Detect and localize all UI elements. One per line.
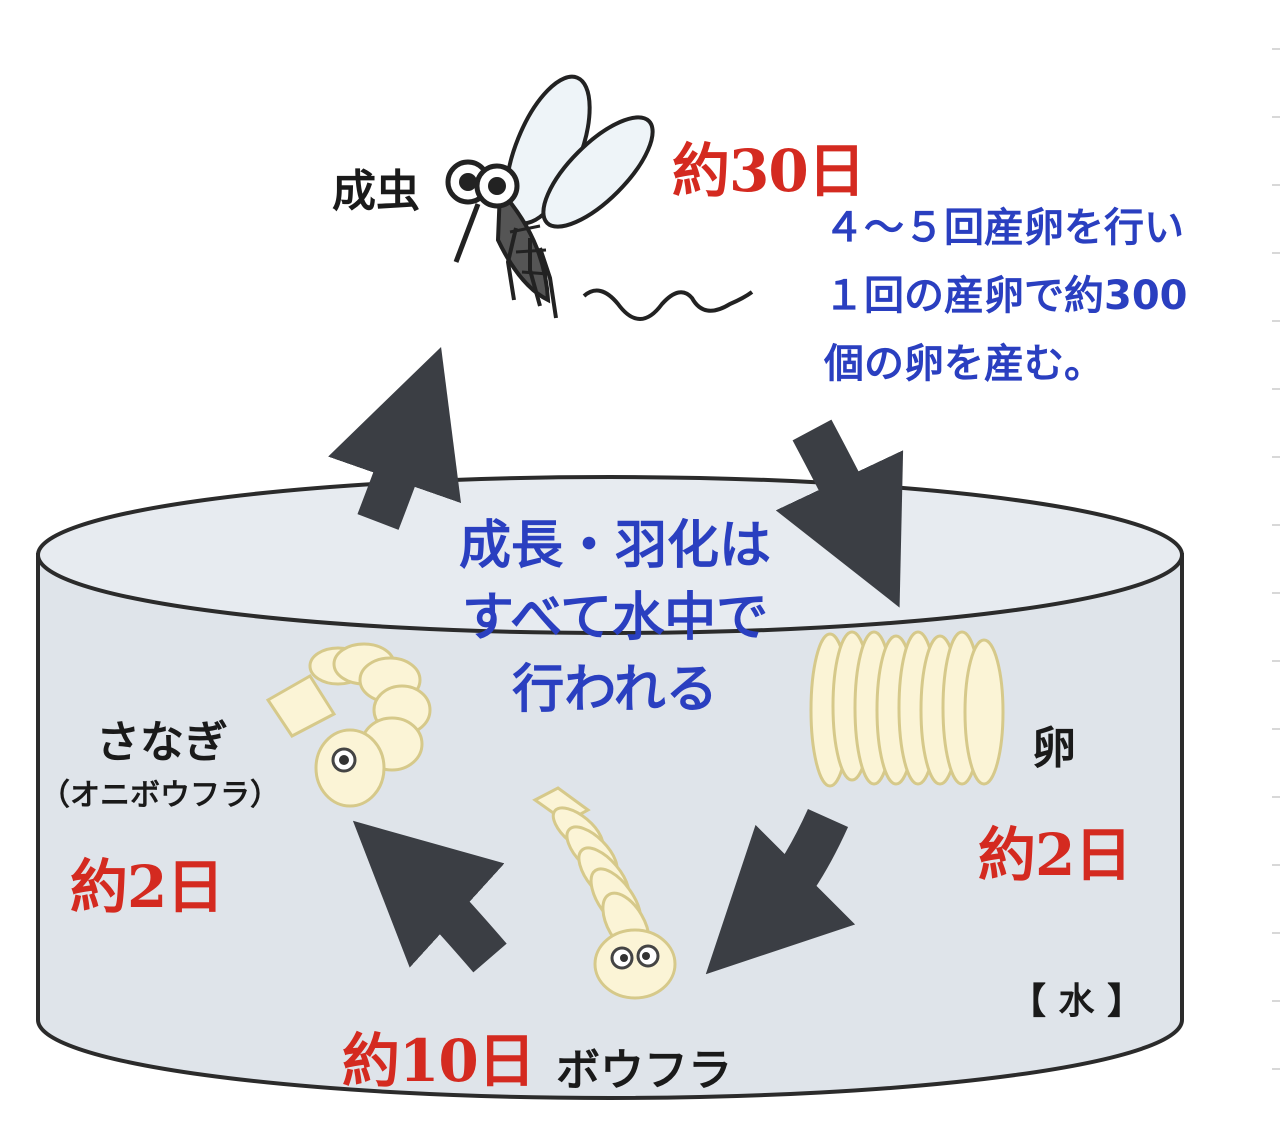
center-note-line-1: 成長・羽化は — [458, 516, 771, 576]
edge-tick — [1272, 932, 1280, 934]
pupa-duration: 約2日 — [70, 853, 224, 921]
egg-note-line-3: 個の卵を産む。 — [824, 341, 1104, 387]
edge-tick — [1272, 796, 1280, 798]
mosquito-wing-front — [541, 115, 655, 229]
arrow-adult-to-egg — [775, 419, 904, 608]
egg-note-line-2: １回の産卵で約300 — [824, 273, 1188, 319]
edge-tick — [1272, 388, 1280, 390]
edge-tick — [1272, 184, 1280, 186]
arrow-pupa-to-adult — [328, 346, 462, 530]
center-note: 成長・羽化は すべて水中で 行われる — [440, 510, 790, 726]
edge-tick — [1272, 456, 1280, 458]
pupa-icon — [265, 642, 432, 808]
mosquito-proboscis — [453, 203, 481, 263]
edge-tick — [1272, 592, 1280, 594]
egg-note-line-1: ４～５回産卵を行い — [824, 205, 1184, 251]
egg-laying-note: ４～５回産卵を行い １回の産卵で約300 個の卵を産む。 — [824, 200, 1188, 392]
edge-tick — [1272, 1068, 1280, 1070]
center-note-line-2: すべて水中で — [461, 588, 769, 648]
arrow-larva-to-pupa — [352, 820, 507, 973]
edge-tick — [1272, 116, 1280, 118]
edge-tick — [1272, 660, 1280, 662]
larva-duration: 約10日 — [342, 1027, 536, 1095]
arrow-egg-to-larva — [705, 808, 856, 975]
center-note-line-3: 行われる — [512, 660, 718, 720]
edge-tick — [1272, 320, 1280, 322]
water-label: 【 水 】 — [1010, 981, 1144, 1022]
pupa-label: さなぎ — [96, 717, 228, 768]
adult-label: 成虫 — [332, 166, 420, 217]
egg-duration: 約2日 — [978, 821, 1132, 889]
larva-label: ボウフラ — [556, 1045, 732, 1096]
edge-tick — [1272, 1000, 1280, 1002]
edge-tick — [1272, 524, 1280, 526]
edge-tick — [1272, 252, 1280, 254]
edge-tick — [1272, 48, 1280, 50]
edge-tick — [1272, 864, 1280, 866]
edge-tick — [1272, 728, 1280, 730]
cycle-arrows — [328, 346, 904, 975]
egg-raft-icon — [809, 630, 1005, 788]
pupa-sublabel: （オニボウフラ） — [40, 778, 280, 813]
adult-duration: 約30日 — [672, 137, 866, 205]
mosquito-icon — [445, 74, 754, 321]
larva-icon — [532, 786, 677, 1000]
egg-label: 卵 — [1032, 723, 1076, 774]
